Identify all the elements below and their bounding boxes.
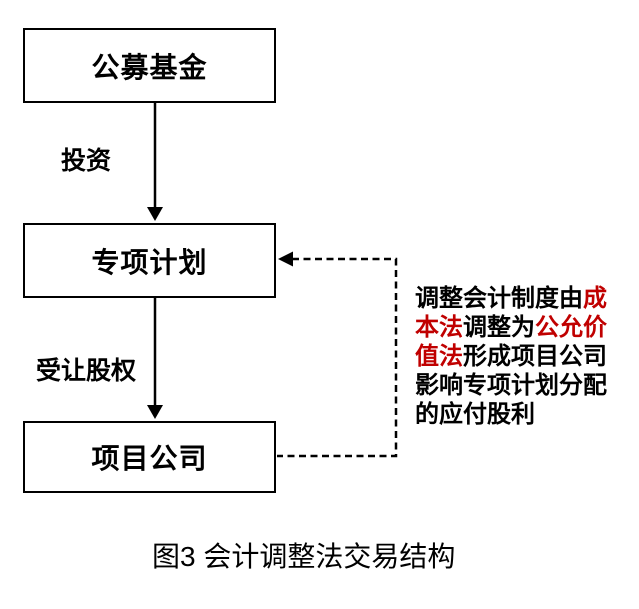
node-public-fund-label: 公募基金 xyxy=(91,51,208,83)
annotation-segment-red: 成本法 xyxy=(415,285,607,341)
node-public-fund: 公募基金 xyxy=(23,28,276,103)
edge-label-transfer-equity: 受让股权 xyxy=(36,357,137,385)
node-project-company-label: 项目公司 xyxy=(91,443,208,474)
annotation-text: 调整会计制度由成本法调整为公允价值法形成项目公司影响专项计划分配的应付股利 xyxy=(415,284,617,429)
left-arrowhead-icon xyxy=(278,251,293,267)
annotation-segment-red: 公允价值法 xyxy=(415,314,607,370)
node-special-plan-label: 专项计划 xyxy=(91,246,208,278)
down-arrowhead-icon xyxy=(147,207,163,221)
annotation-segment-black: 调整为 xyxy=(463,314,535,341)
annotation-segment-black: 调整会计制度由 xyxy=(415,285,583,312)
annotation-segment-black: 形成项目公司影响专项计划分配的应付股利 xyxy=(415,343,607,428)
figure-caption: 图3 会计调整法交易结构 xyxy=(152,541,456,572)
arrow-transfer-equity xyxy=(147,298,163,419)
dashed-connector xyxy=(277,251,398,458)
node-project-company: 项目公司 xyxy=(23,421,276,493)
edge-label-invest: 投资 xyxy=(61,147,112,175)
node-special-plan: 专项计划 xyxy=(23,223,276,298)
arrow-invest xyxy=(147,103,163,221)
down-arrowhead-icon xyxy=(147,405,163,419)
